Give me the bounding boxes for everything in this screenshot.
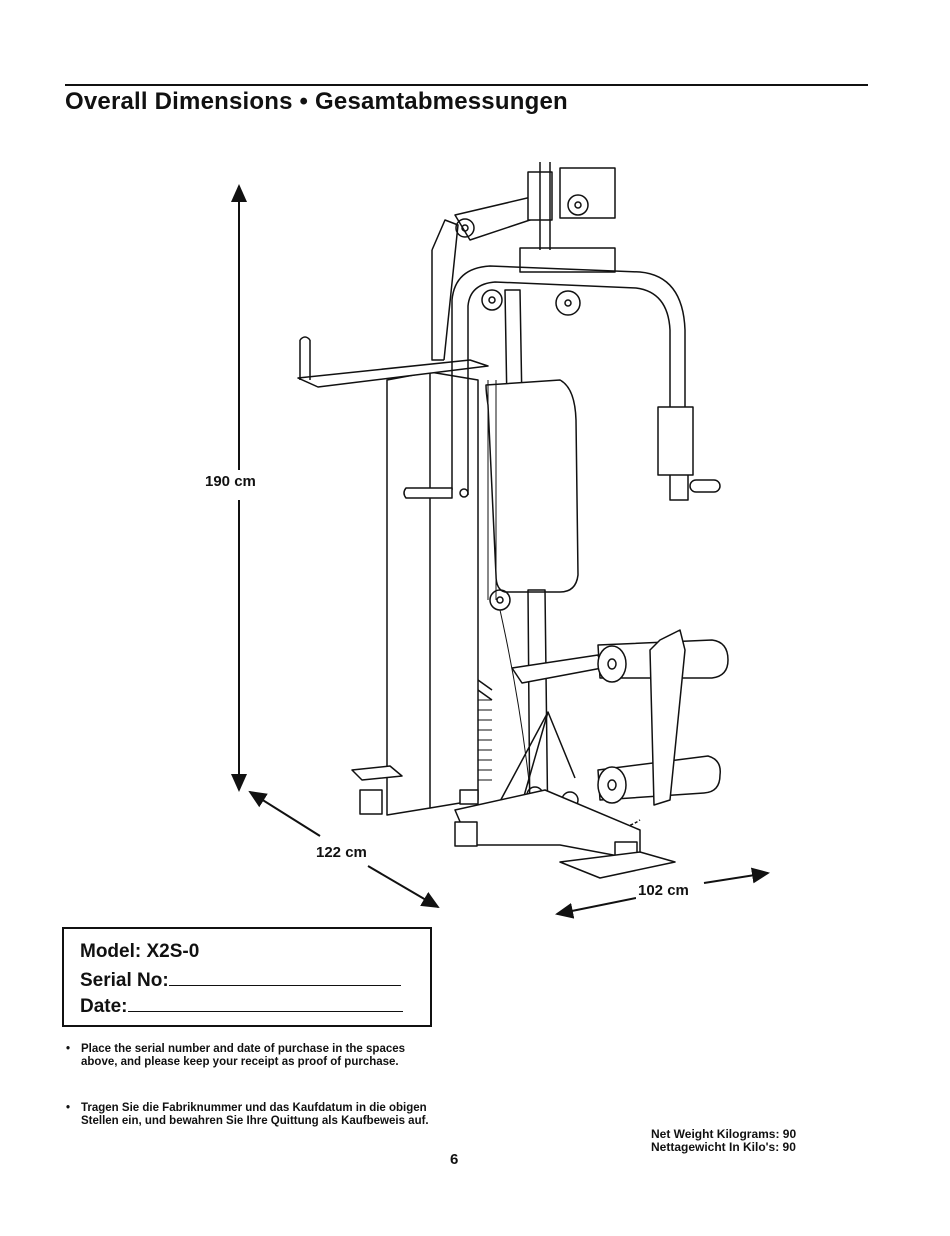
note-german: • Tragen Sie die Fabriknummer und das Ka… <box>66 1102 436 1128</box>
height-dimension-label: 190 cm <box>203 473 258 490</box>
note-german-text: Tragen Sie die Fabriknummer und das Kauf… <box>81 1102 429 1127</box>
depth-dimension-label: 122 cm <box>314 844 369 861</box>
date-label: Date: <box>80 996 128 1017</box>
serial-number-label: Serial No: <box>80 970 169 991</box>
model-info-box: Model: X2S-0 Serial No: Date: <box>62 927 432 1027</box>
width-dimension-label: 102 cm <box>636 882 691 899</box>
date-blank <box>127 995 403 1012</box>
model-label: Model: X2S-0 <box>80 941 200 962</box>
net-weight-german: Nettagewicht In Kilo's: 90 <box>651 1140 796 1154</box>
bullet-marker: • <box>66 1043 71 1055</box>
top-rule <box>65 84 868 86</box>
note-english: • Place the serial number and date of pu… <box>66 1043 436 1069</box>
serial-number-field: Serial No: <box>80 969 401 992</box>
note-english-text: Place the serial number and date of purc… <box>81 1043 406 1068</box>
bullet-marker: • <box>66 1102 71 1114</box>
date-field: Date: <box>80 995 403 1018</box>
serial-number-blank <box>168 969 401 986</box>
net-weight-english: Net Weight Kilograms: 90 <box>651 1127 797 1141</box>
page-number: 6 <box>450 1151 459 1168</box>
page-title: Overall Dimensions • Gesamtabmessungen <box>65 88 568 115</box>
net-weight-info: Net Weight Kilograms: 90 Nettagewicht In… <box>651 1128 796 1154</box>
